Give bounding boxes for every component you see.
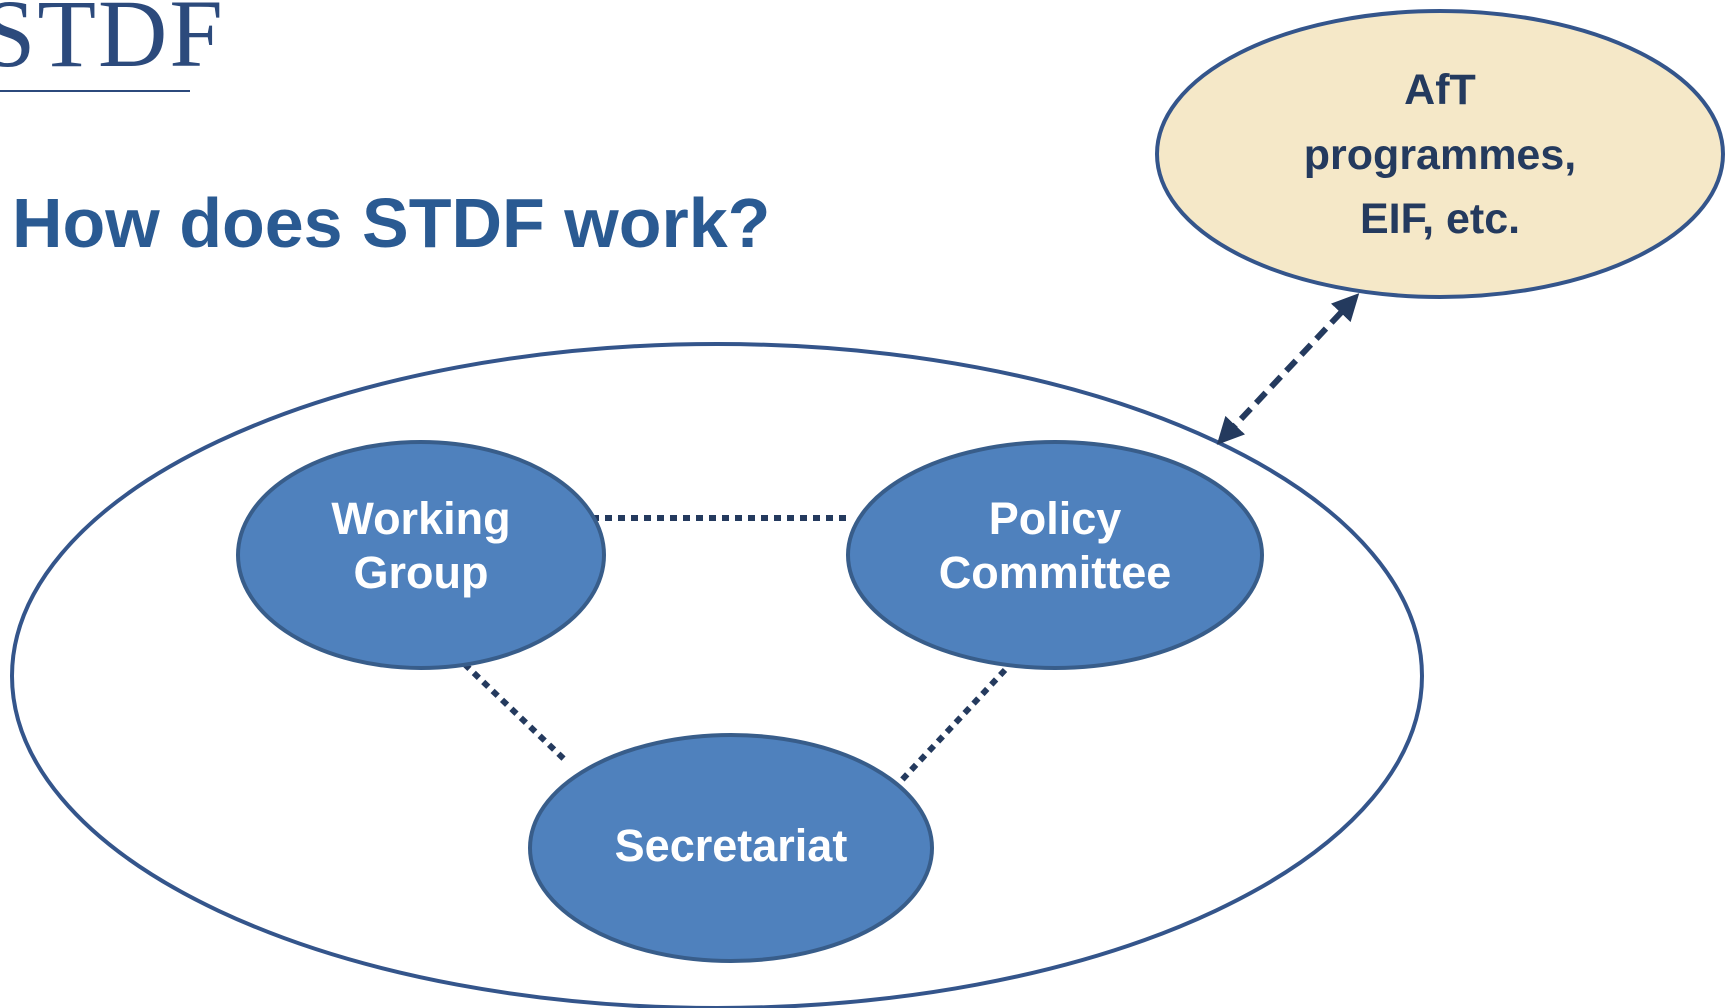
- policy-committee-label: Policy Committee: [938, 493, 1172, 598]
- policy-committee-ellipse: [846, 440, 1264, 670]
- aft-link-arrow: [1216, 293, 1360, 445]
- aft-programmes-label: AfT programmes, EIF, etc.: [1303, 66, 1577, 243]
- stdf-container-ellipse: [10, 342, 1424, 1008]
- aft-programmes-ellipse: [1155, 9, 1725, 299]
- stdf-logo: STDF: [0, 0, 223, 100]
- working-group-ellipse: [236, 440, 606, 670]
- connector-policy-committee-secretariat: [897, 667, 1008, 785]
- working-group-label: Working Group: [331, 493, 511, 598]
- logo-text: STDF: [0, 0, 225, 87]
- secretariat-label: Secretariat: [614, 820, 848, 871]
- logo-underline: [0, 90, 190, 92]
- page-title: How does STDF work?: [12, 184, 771, 262]
- connector-working-group-secretariat: [452, 652, 568, 763]
- secretariat-ellipse: [528, 733, 934, 963]
